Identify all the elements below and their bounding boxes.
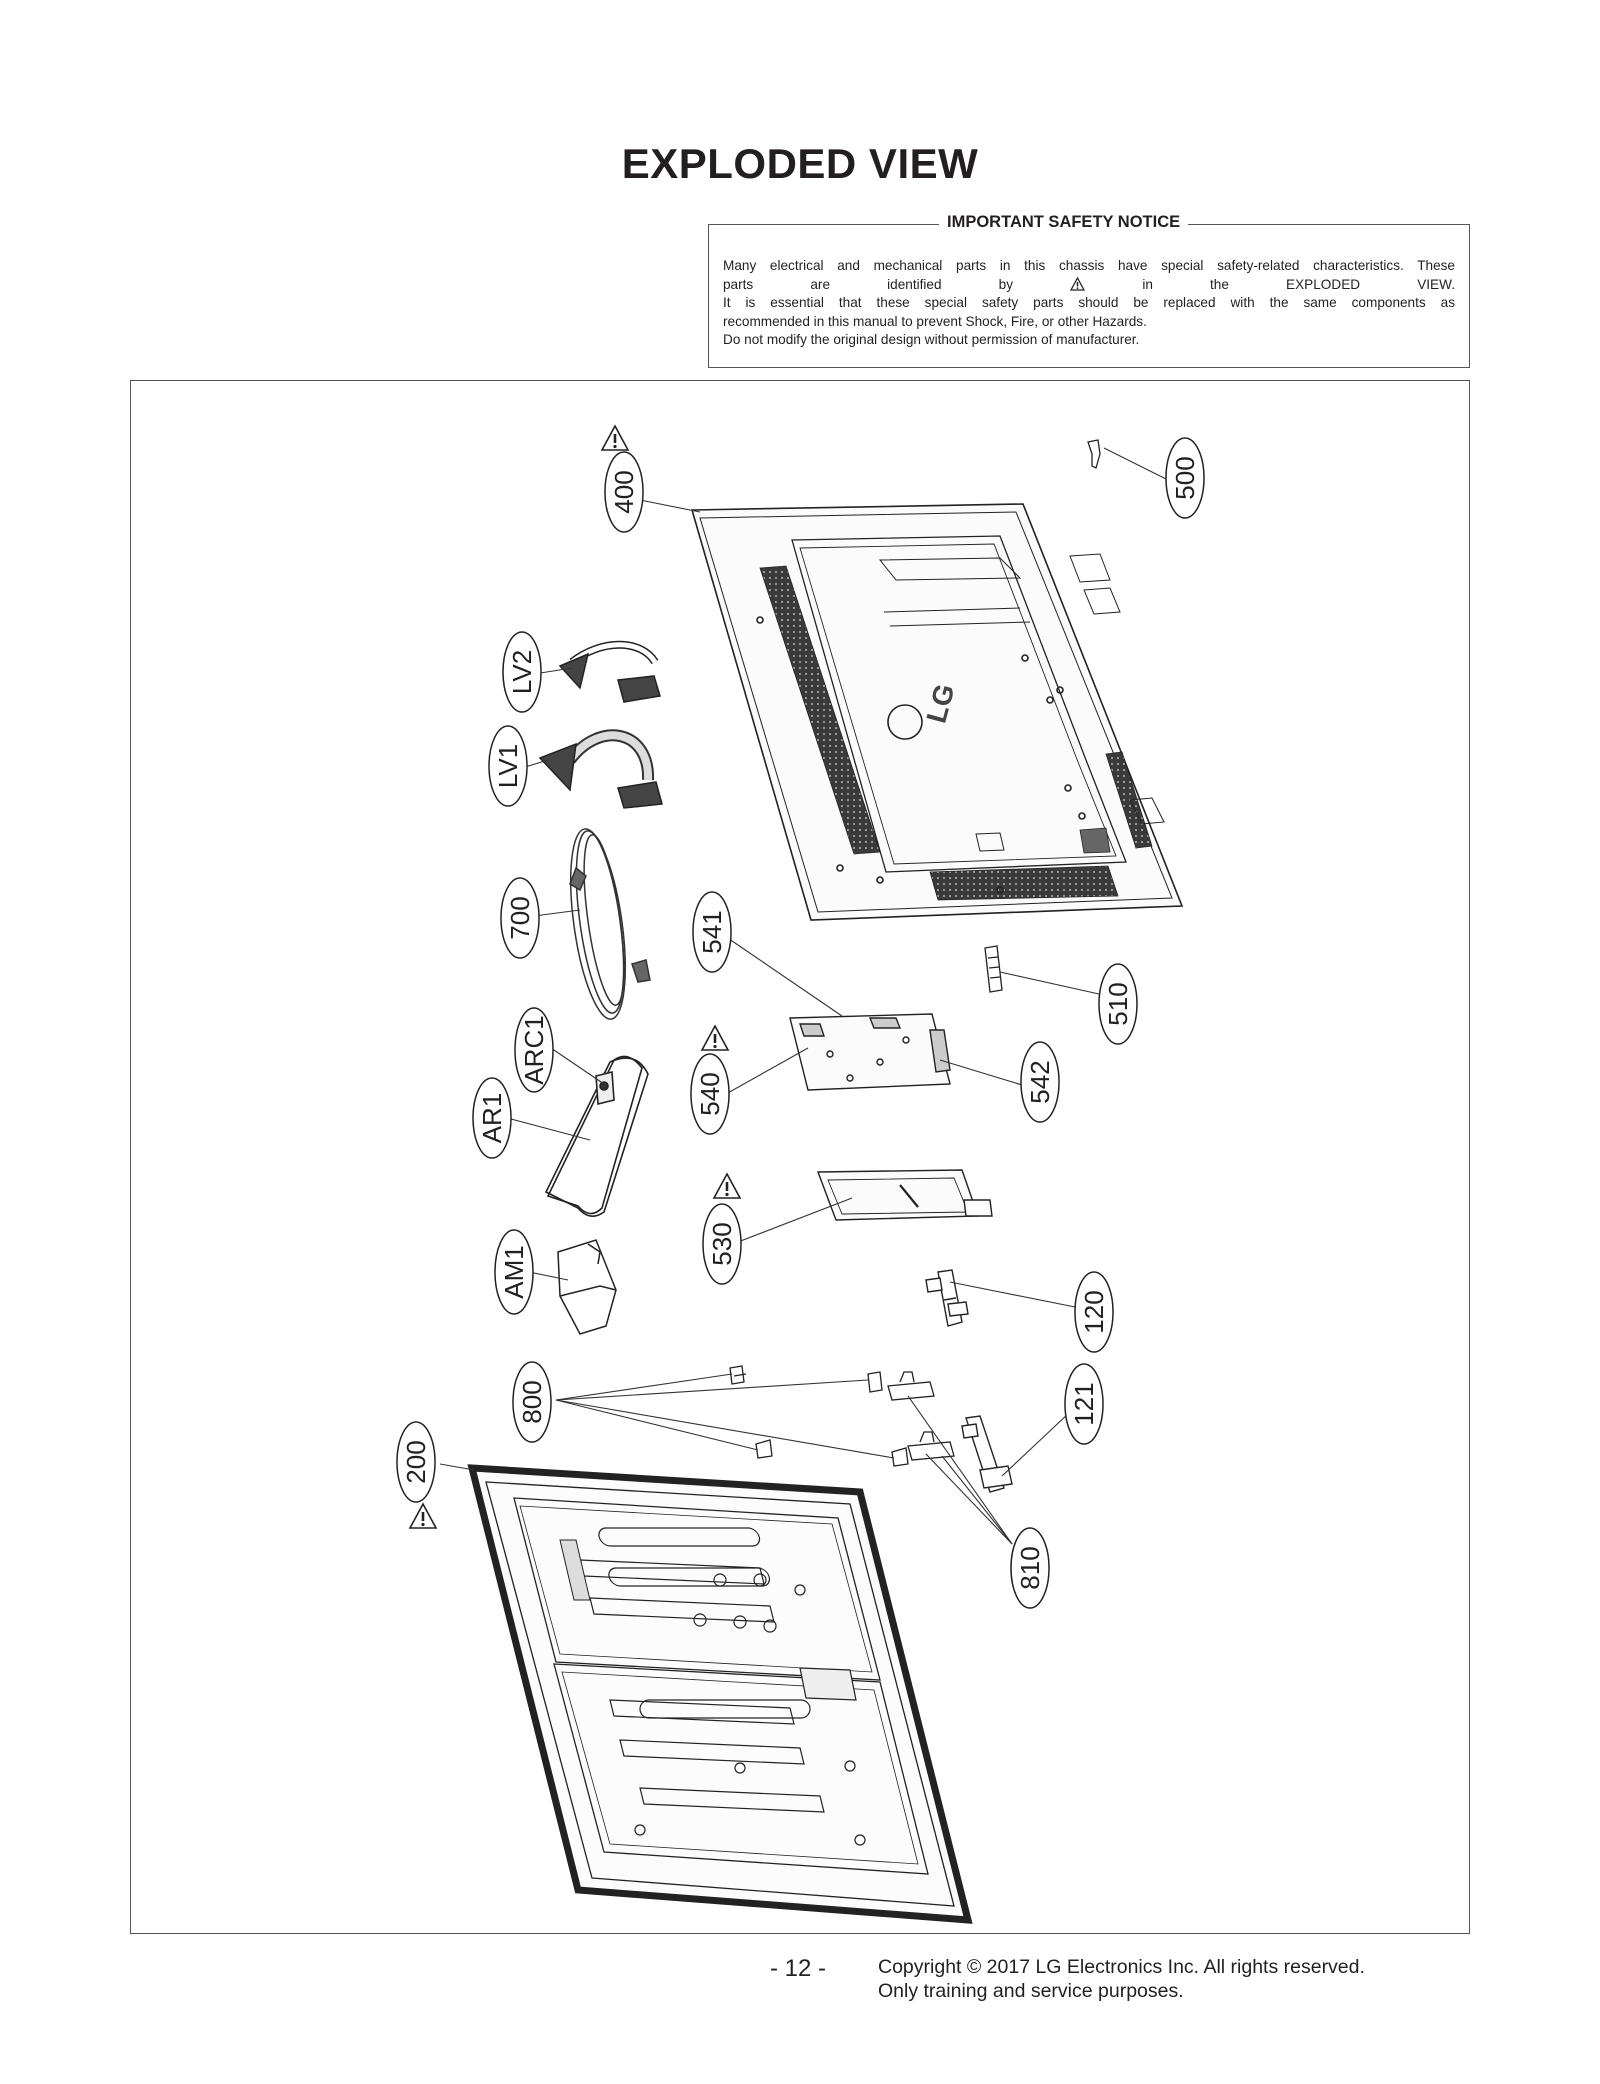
bracket-800-a xyxy=(729,1365,747,1385)
part-label-lv2: LV2 xyxy=(502,631,542,713)
copyright-line: Only training and service purposes. xyxy=(878,1980,1184,2002)
part-label-am1: AM1 xyxy=(494,1229,534,1315)
part-label-lv1: LV1 xyxy=(488,725,528,807)
button-module-part xyxy=(984,945,1003,993)
part-label-text: 700 xyxy=(505,896,535,939)
part-label-text: 540 xyxy=(695,1072,725,1115)
safety-warning-icon-400 xyxy=(600,424,630,452)
safety-notice-title: IMPORTANT SAFETY NOTICE xyxy=(939,213,1189,232)
page-title: EXPLODED VIEW xyxy=(621,140,979,187)
part-label-542: 542 xyxy=(1020,1041,1060,1123)
bracket-810-a xyxy=(887,1371,935,1401)
part-label-text: LV2 xyxy=(507,650,537,694)
part-label-text: 530 xyxy=(707,1222,737,1265)
part-label-text: 510 xyxy=(1103,982,1133,1025)
safety-notice-box: IMPORTANT SAFETY NOTICE Many electrical … xyxy=(708,213,1470,368)
part-label-700: 700 xyxy=(500,877,540,959)
main-board-part xyxy=(789,1013,951,1091)
warning-triangle-icon xyxy=(1070,276,1086,291)
bracket-800-d xyxy=(891,1447,909,1467)
part-label-text: 400 xyxy=(609,470,639,513)
notice-line: It is essential that these special safet… xyxy=(723,295,1455,310)
part-label-530: 530 xyxy=(702,1203,742,1285)
safety-warning-icon-200 xyxy=(408,1502,438,1530)
part-label-540: 540 xyxy=(690,1053,730,1135)
power-supply-part xyxy=(816,1169,993,1221)
part-label-121: 121 xyxy=(1064,1363,1104,1445)
lvds-cable-lv1 xyxy=(538,729,663,809)
part-label-200: 200 xyxy=(396,1421,436,1503)
copyright-notice: Copyright © 2017 LG Electronics Inc. All… xyxy=(878,1955,1365,2003)
part-label-text: 200 xyxy=(401,1440,431,1483)
notice-line-with-symbol: parts are identified by in the EXPLODED … xyxy=(723,276,1455,295)
bracket-800-b xyxy=(867,1371,883,1393)
part-label-ar1: AR1 xyxy=(472,1077,512,1159)
part-label-810: 810 xyxy=(1010,1527,1050,1609)
part-label-text: 800 xyxy=(517,1380,547,1423)
part-label-text: 541 xyxy=(697,910,727,953)
screw-part xyxy=(1087,439,1101,469)
part-label-541: 541 xyxy=(692,891,732,973)
notice-line: Do not modify the original design withou… xyxy=(723,332,1140,347)
lvds-cable-lv2 xyxy=(558,640,661,703)
safety-notice-body: Many electrical and mechanical parts in … xyxy=(723,257,1455,350)
part-label-500: 500 xyxy=(1165,437,1205,519)
part-label-text: AR1 xyxy=(477,1093,507,1144)
part-label-510: 510 xyxy=(1098,963,1138,1045)
back-cover-part: LG xyxy=(690,503,1184,921)
power-cord-part xyxy=(569,828,651,1020)
part-label-text: 810 xyxy=(1015,1546,1045,1589)
safety-warning-icon-530 xyxy=(712,1172,742,1200)
part-label-text: LV1 xyxy=(493,744,523,788)
part-label-text: 121 xyxy=(1069,1382,1099,1425)
part-label-text: AM1 xyxy=(499,1245,529,1298)
stand-bracket-120 xyxy=(925,1269,969,1327)
copyright-line: Copyright © 2017 LG Electronics Inc. All… xyxy=(878,1956,1365,1978)
remote-control-part xyxy=(544,1055,649,1217)
part-label-text: 542 xyxy=(1025,1060,1055,1103)
part-label-120: 120 xyxy=(1074,1271,1114,1353)
diagram-frame xyxy=(130,380,1470,1934)
part-label-arc1: ARC1 xyxy=(514,1007,554,1093)
part-label-text: 500 xyxy=(1170,456,1200,499)
page-number: - 12 - xyxy=(770,1955,827,1982)
notice-line: Many electrical and mechanical parts in … xyxy=(723,258,1455,273)
bracket-810-b xyxy=(907,1431,955,1461)
notice-line-part: in the EXPLODED VIEW. xyxy=(1142,276,1455,292)
stand-part xyxy=(557,1239,617,1335)
notice-line: recommended in this manual to prevent Sh… xyxy=(723,313,1147,329)
notice-line-part: parts are identified by xyxy=(723,276,1014,292)
safety-warning-icon-540 xyxy=(700,1024,730,1052)
part-label-800: 800 xyxy=(512,1361,552,1443)
part-label-text: 120 xyxy=(1079,1290,1109,1333)
part-label-text: ARC1 xyxy=(519,1015,549,1084)
stand-bracket-121 xyxy=(961,1415,1013,1493)
lcd-panel-part xyxy=(467,1464,973,1924)
part-label-400: 400 xyxy=(604,451,644,533)
bracket-800-c xyxy=(755,1439,773,1459)
